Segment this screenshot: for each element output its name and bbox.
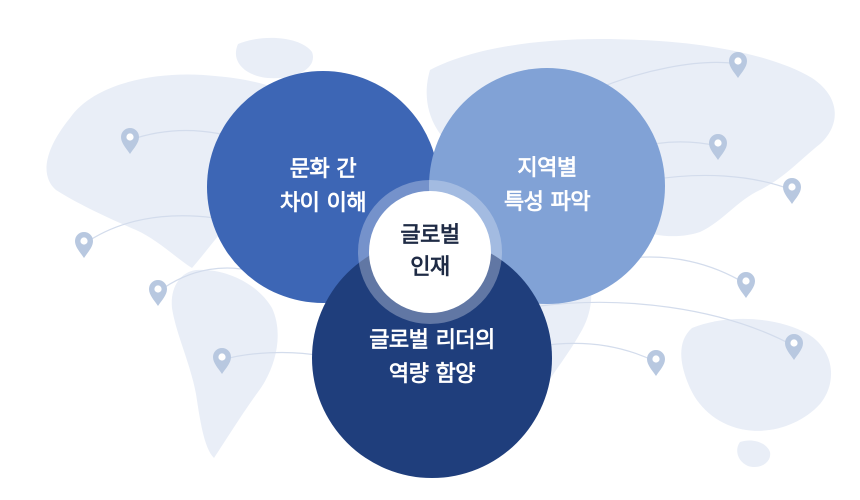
- map-pins: [75, 52, 803, 376]
- region-label: 지역별 특성 파악: [503, 152, 591, 220]
- center-label-line-1: 글로벌: [400, 223, 460, 248]
- culture-label-line-1: 문화 간: [289, 157, 357, 182]
- island-shape: [737, 440, 771, 468]
- map-pin-icon: [213, 348, 231, 374]
- map-pin-icon: [149, 280, 167, 306]
- center-label-line-2: 인재: [410, 255, 450, 280]
- map-pin-icon: [783, 178, 801, 204]
- map-pin-icon: [121, 128, 139, 154]
- greenland-shape: [235, 37, 313, 79]
- leader-label-line-2: 역량 함양: [388, 362, 476, 387]
- australia-shape: [681, 318, 832, 431]
- map-pin-icon: [75, 232, 93, 258]
- center-circle: 글로벌 인재: [369, 191, 491, 313]
- center-label: 글로벌 인재: [400, 220, 460, 284]
- map-pin-icon: [737, 272, 755, 298]
- leader-label: 글로벌 리더의 역량 함양: [369, 324, 495, 392]
- region-label-line-2: 특성 파악: [503, 190, 591, 215]
- region-label-line-1: 지역별: [517, 156, 577, 181]
- leader-label-line-1: 글로벌 리더의: [369, 328, 495, 353]
- culture-label: 문화 간 차이 이해: [279, 153, 367, 221]
- culture-label-line-2: 차이 이해: [279, 191, 367, 216]
- map-pin-icon: [729, 52, 747, 78]
- map-pin-icon: [785, 334, 803, 360]
- map-pin-icon: [647, 350, 665, 376]
- map-pin-icon: [709, 134, 727, 160]
